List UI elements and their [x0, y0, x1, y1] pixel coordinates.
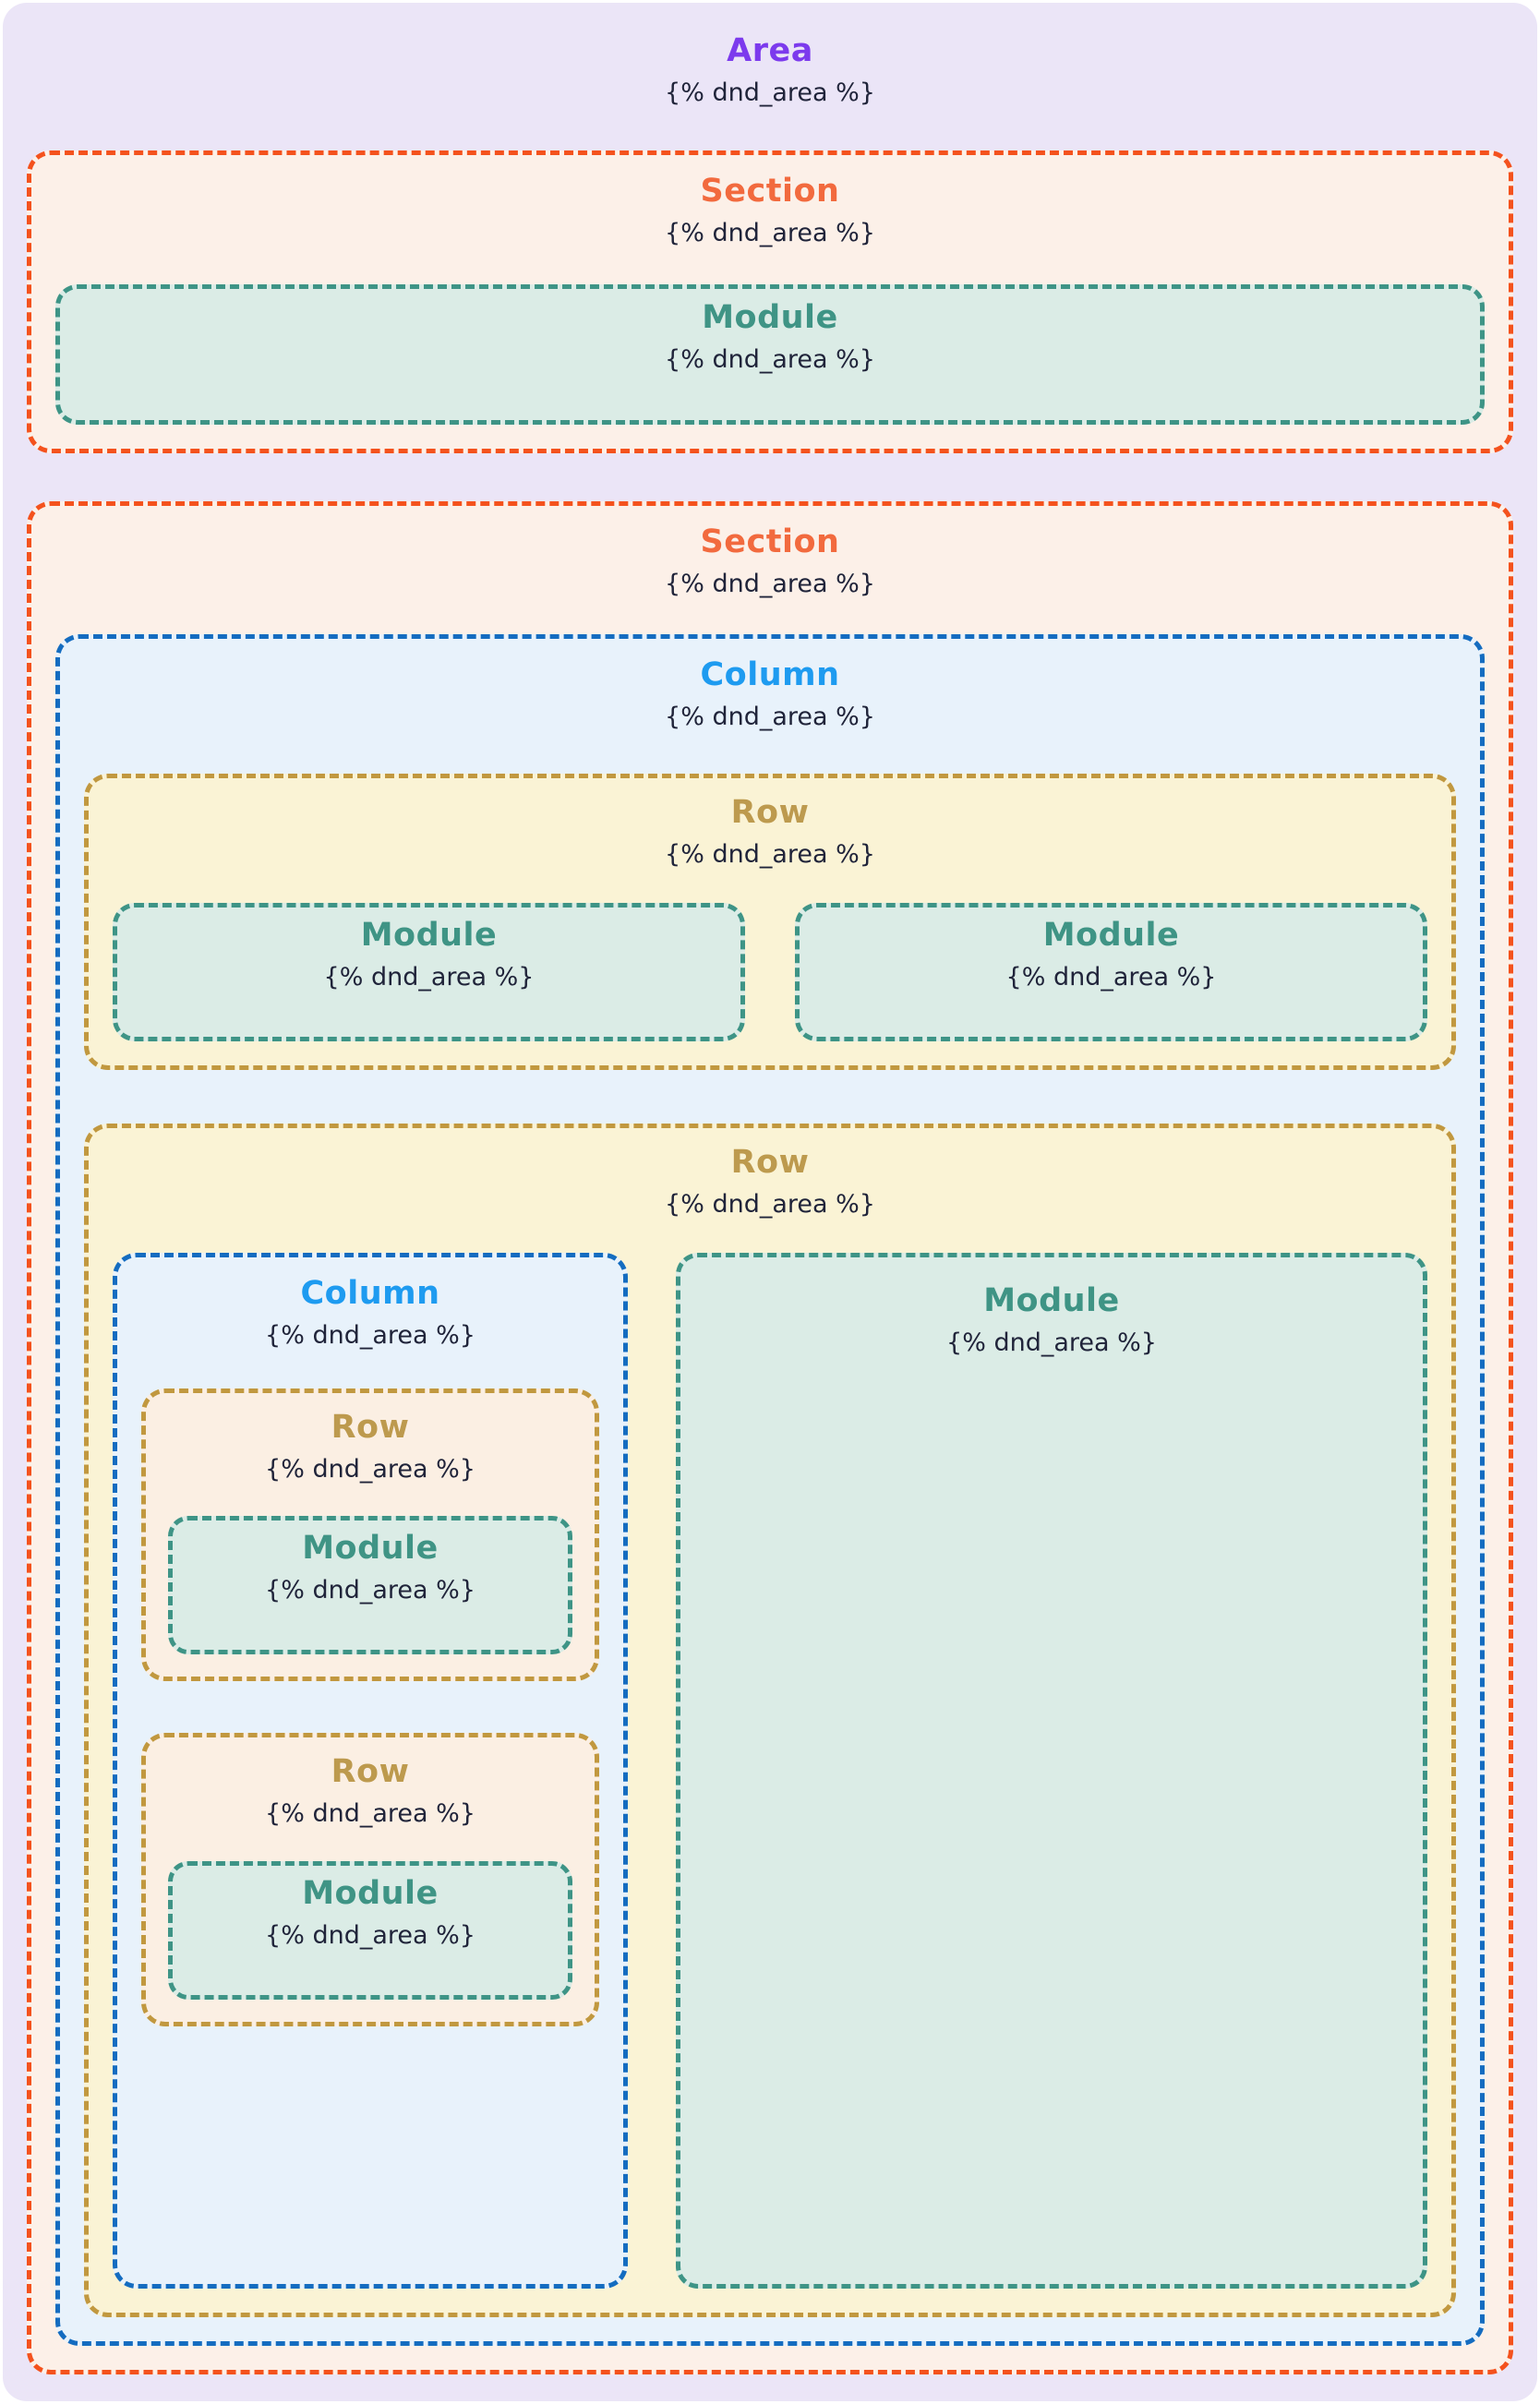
inner-row-2-module-subtitle: {% dnd_area %}	[265, 1920, 475, 1950]
inner-row-1-subtitle: {% dnd_area %}	[265, 1454, 475, 1484]
column-subtitle: {% dnd_area %}	[665, 703, 875, 732]
inner-row-1-header: Row {% dnd_area %}	[168, 1408, 572, 1484]
row-2: Row {% dnd_area %} Column {% dnd_area %}	[84, 1123, 1456, 2317]
area-header: Area {% dnd_area %}	[27, 31, 1513, 108]
inner-row-2-module-title: Module	[302, 1874, 439, 1912]
section-1-title: Section	[700, 173, 840, 210]
row-2-title: Row	[730, 1143, 810, 1181]
inner-row-1-module-header: Module {% dnd_area %}	[265, 1529, 475, 1605]
row-2-module: Module {% dnd_area %}	[676, 1253, 1427, 2289]
section-1: Section {% dnd_area %} Module {% dnd_are…	[27, 150, 1513, 453]
row-1-module-2-header: Module {% dnd_area %}	[1006, 916, 1217, 992]
column: Column {% dnd_area %} Row {% dnd_area %}	[55, 634, 1485, 2346]
row-1-module-1-header: Module {% dnd_area %}	[324, 916, 535, 992]
section-1-header: Section {% dnd_area %}	[55, 172, 1485, 248]
section-1-module-subtitle: {% dnd_area %}	[665, 345, 875, 375]
inner-row-1: Row {% dnd_area %} Module {% dnd_area %}	[141, 1388, 599, 1682]
inner-row-2-module-header: Module {% dnd_area %}	[265, 1874, 475, 1951]
row-1: Row {% dnd_area %} Module {% dnd_area %}	[84, 773, 1456, 1070]
area-subtitle: {% dnd_area %}	[665, 78, 875, 107]
section-1-module-title: Module	[702, 299, 838, 337]
section-2-header: Section {% dnd_area %}	[55, 523, 1485, 599]
row-2-header: Row {% dnd_area %}	[113, 1143, 1427, 1220]
row-1-modules: Module {% dnd_area %} Module {% dnd_area…	[113, 902, 1427, 1041]
section-1-subtitle: {% dnd_area %}	[665, 219, 875, 248]
row-2-module-subtitle: {% dnd_area %}	[946, 1328, 1157, 1358]
row-2-content: Column {% dnd_area %} Row {% dnd_area %}	[113, 1253, 1427, 2289]
row-2-module-title: Module	[983, 1282, 1120, 1320]
inner-column-subtitle: {% dnd_area %}	[265, 1321, 475, 1351]
section-1-module-header: Module {% dnd_area %}	[665, 298, 875, 375]
row-1-module-1-title: Module	[360, 917, 498, 955]
row-1-header: Row {% dnd_area %}	[113, 793, 1427, 870]
inner-row-1-module: Module {% dnd_area %}	[168, 1516, 572, 1655]
area-body: Section {% dnd_area %} Module {% dnd_are…	[27, 150, 1513, 2374]
inner-row-1-module-subtitle: {% dnd_area %}	[265, 1576, 475, 1605]
row-1-module-2-title: Module	[1042, 917, 1180, 955]
inner-column: Column {% dnd_area %} Row {% dnd_area %}	[113, 1253, 628, 2289]
inner-row-1-title: Row	[331, 1408, 410, 1446]
inner-column-header: Column {% dnd_area %}	[141, 1274, 599, 1351]
row-2-subtitle: {% dnd_area %}	[665, 1189, 875, 1219]
dnd-area-container: Area {% dnd_area %} Section {% dnd_area …	[3, 3, 1537, 2401]
section-2-subtitle: {% dnd_area %}	[665, 569, 875, 598]
section-1-module: Module {% dnd_area %}	[55, 283, 1485, 425]
section-2-title: Section	[700, 523, 840, 560]
row-1-title: Row	[730, 793, 810, 831]
row-1-module-2: Module {% dnd_area %}	[795, 902, 1427, 1041]
column-header: Column {% dnd_area %}	[84, 655, 1456, 732]
area-title: Area	[727, 32, 813, 69]
inner-row-1-module-title: Module	[302, 1530, 439, 1568]
inner-row-2-title: Row	[331, 1753, 410, 1791]
row-1-module-1-subtitle: {% dnd_area %}	[323, 963, 535, 992]
column-title: Column	[700, 656, 840, 694]
inner-row-2-module: Module {% dnd_area %}	[168, 1860, 572, 2000]
inner-column-title: Column	[300, 1275, 440, 1313]
inner-row-2-subtitle: {% dnd_area %}	[265, 1799, 475, 1829]
row-2-module-header: Module {% dnd_area %}	[946, 1281, 1157, 1358]
row-1-module-1: Module {% dnd_area %}	[113, 902, 745, 1041]
inner-row-2: Row {% dnd_area %} Module {% dnd_area %}	[141, 1733, 599, 2026]
inner-row-2-header: Row {% dnd_area %}	[168, 1752, 572, 1829]
section-2: Section {% dnd_area %} Column {% dnd_are…	[27, 500, 1513, 2374]
row-1-subtitle: {% dnd_area %}	[665, 839, 875, 869]
column-rows: Row {% dnd_area %} Module {% dnd_area %}	[84, 773, 1456, 2317]
row-1-module-2-subtitle: {% dnd_area %}	[1005, 963, 1217, 992]
